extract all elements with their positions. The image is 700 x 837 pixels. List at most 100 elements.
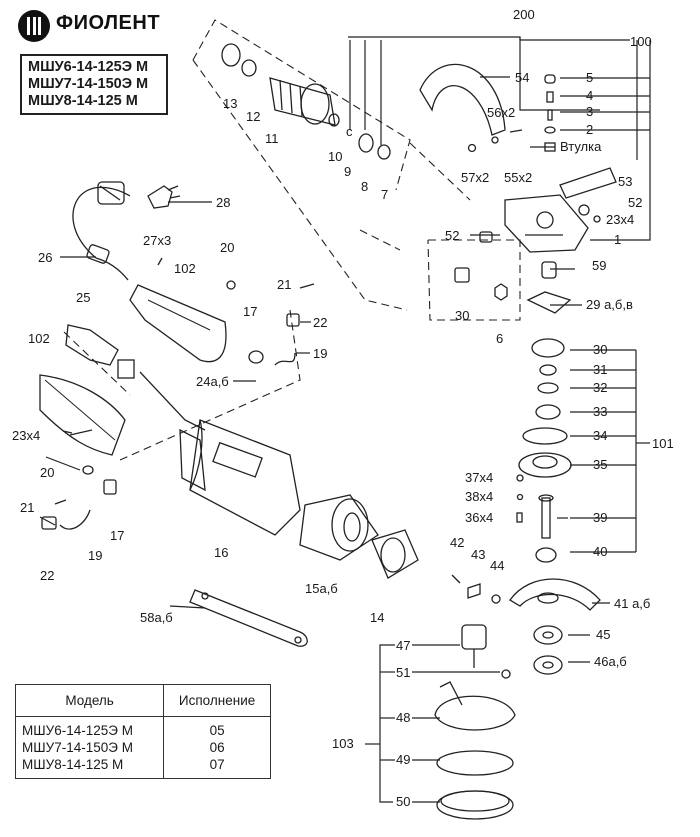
rear-plate bbox=[371, 529, 419, 579]
label-28: 28 bbox=[216, 195, 230, 210]
label-47: 47 bbox=[396, 638, 410, 653]
label-52-right: 52 bbox=[628, 195, 642, 210]
label-51: 51 bbox=[396, 665, 410, 680]
label-23x4-left: 23x4 bbox=[12, 428, 40, 443]
label-5: 5 bbox=[586, 70, 593, 85]
label-10: 10 bbox=[328, 149, 342, 164]
label-48: 48 bbox=[396, 710, 410, 725]
label-200: 200 bbox=[513, 7, 535, 22]
table-cell-model: МШУ8-14-125 М bbox=[15, 756, 165, 779]
label-21-left: 21 bbox=[20, 500, 34, 515]
label-31: 31 bbox=[593, 362, 607, 377]
label-1: 1 bbox=[614, 232, 621, 247]
table-row: МШУ7-14-150Э М 06 bbox=[15, 739, 271, 756]
label-59: 59 bbox=[592, 258, 606, 273]
label-102-top: 102 bbox=[174, 261, 196, 276]
label-44: 44 bbox=[490, 558, 504, 573]
label-32: 32 bbox=[593, 380, 607, 395]
switch-block bbox=[65, 324, 119, 366]
label-46: 46а,б bbox=[594, 654, 627, 669]
label-19-top: 19 bbox=[313, 346, 327, 361]
label-29: 29 а,б,в bbox=[586, 297, 633, 312]
power-cord bbox=[72, 181, 181, 281]
model-item: МШУ8-14-125 М bbox=[28, 93, 138, 109]
table-cell-version: 07 bbox=[209, 757, 225, 772]
handle-lower bbox=[39, 374, 126, 456]
label-55x2: 55x2 bbox=[504, 170, 532, 185]
rotor-group bbox=[221, 43, 391, 160]
label-22-left: 22 bbox=[40, 568, 54, 583]
label-25: 25 bbox=[76, 290, 90, 305]
label-3: 3 bbox=[586, 104, 593, 119]
label-14: 14 bbox=[370, 610, 384, 625]
model-item: МШУ7-14-150Э М bbox=[28, 76, 149, 92]
label-23x4-right: 23x4 bbox=[606, 212, 634, 227]
label-49: 49 bbox=[396, 752, 410, 767]
leader-lines bbox=[39, 36, 651, 803]
model-version-table: Модель Исполнение МШУ6-14-125Э М 05 МШУ7… bbox=[15, 684, 271, 779]
fiolent-logo-icon bbox=[18, 10, 50, 42]
label-43: 43 bbox=[471, 547, 485, 562]
label-50: 50 bbox=[396, 794, 410, 809]
label-15: 15а,б bbox=[305, 581, 338, 596]
circlip-c: c bbox=[346, 124, 353, 139]
wheel-guard bbox=[509, 578, 601, 611]
label-37x4: 37x4 bbox=[465, 470, 493, 485]
label-22-top: 22 bbox=[313, 315, 327, 330]
label-24: 24а,б bbox=[196, 374, 229, 389]
label-36x4: 36x4 bbox=[465, 510, 493, 525]
label-26: 26 bbox=[38, 250, 52, 265]
dust-shroud bbox=[434, 695, 516, 731]
table-row: МШУ6-14-125Э М 05 bbox=[15, 716, 271, 739]
gasket-29 bbox=[526, 291, 572, 314]
label-40: 40 bbox=[593, 544, 607, 559]
table-header-version: Исполнение bbox=[163, 684, 271, 717]
label-100: 100 bbox=[630, 34, 652, 49]
label-13: 13 bbox=[223, 96, 237, 111]
label-2: 2 bbox=[586, 122, 593, 137]
label-27x3: 27x3 bbox=[143, 233, 171, 248]
label-17-left: 17 bbox=[110, 528, 124, 543]
label-4: 4 bbox=[586, 88, 593, 103]
label-39: 39 bbox=[593, 510, 607, 525]
label-103: 103 bbox=[332, 736, 354, 751]
label-34: 34 bbox=[593, 428, 607, 443]
model-list-box: МШУ6-14-125Э М МШУ7-14-150Э М МШУ8-14-12… bbox=[20, 54, 168, 115]
label-7: 7 bbox=[381, 187, 388, 202]
label-12: 12 bbox=[246, 109, 260, 124]
table-cell-model: МШУ7-14-150Э М bbox=[15, 739, 165, 756]
label-9: 9 bbox=[344, 164, 351, 179]
label-101: 101 bbox=[652, 436, 674, 451]
gearbox-parts bbox=[516, 338, 572, 563]
label-11: 11 bbox=[265, 131, 279, 146]
label-58: 58а,б bbox=[140, 610, 173, 625]
label-19-left: 19 bbox=[88, 548, 102, 563]
label-35: 35 bbox=[593, 457, 607, 472]
label-20-top: 20 bbox=[220, 240, 234, 255]
label-41: 41 а,б bbox=[614, 596, 650, 611]
side-handle bbox=[559, 167, 617, 199]
label-52-left: 52 bbox=[445, 228, 459, 243]
label-30-left: 30 bbox=[455, 308, 469, 323]
table-cell-model: МШУ6-14-125Э М bbox=[15, 716, 165, 739]
brand-name: ФИОЛЕНТ bbox=[56, 12, 161, 34]
wrench bbox=[189, 589, 308, 647]
brush-housing bbox=[179, 428, 206, 492]
label-33: 33 bbox=[593, 404, 607, 419]
label-30-right: 30 bbox=[593, 342, 607, 357]
label-56x2: 56x2 bbox=[487, 105, 515, 120]
gear-housing bbox=[504, 194, 589, 253]
label-54: 54 bbox=[515, 70, 529, 85]
label-57x2: 57x2 bbox=[461, 170, 489, 185]
label-8: 8 bbox=[361, 179, 368, 194]
label-vtulka: Втулка bbox=[560, 139, 602, 154]
handle-upper bbox=[129, 284, 227, 363]
table-row: МШУ8-14-125 М 07 bbox=[15, 756, 271, 779]
label-20-left: 20 bbox=[40, 465, 54, 480]
table-cell-version: 06 bbox=[209, 740, 225, 755]
label-38x4: 38x4 bbox=[465, 489, 493, 504]
label-53: 53 bbox=[618, 174, 632, 189]
label-6: 6 bbox=[496, 331, 503, 346]
side-loop-handle bbox=[419, 63, 506, 136]
